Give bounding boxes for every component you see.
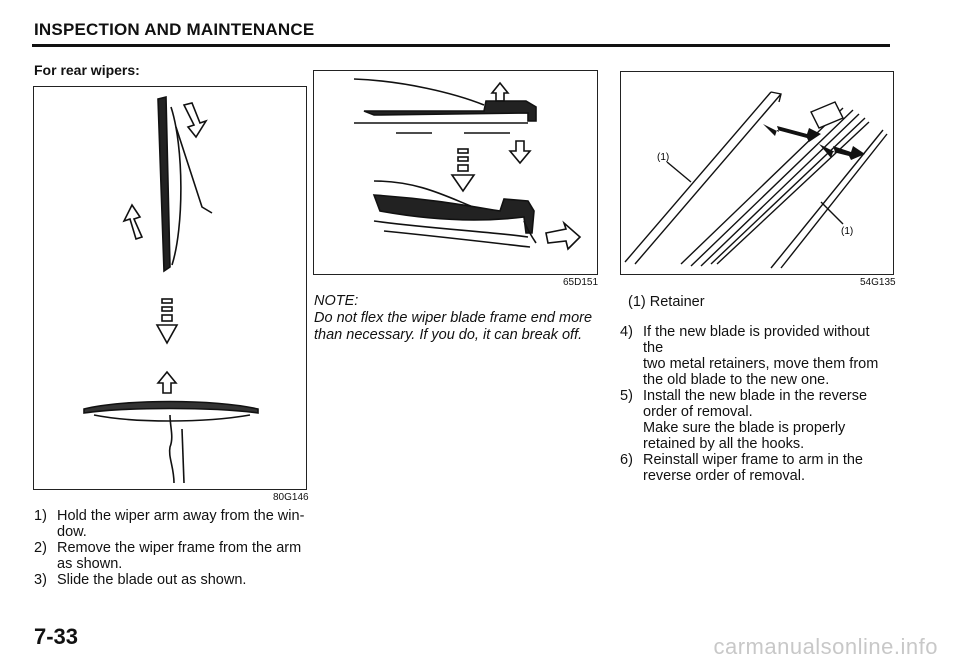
step-text: reverse order of removal. — [643, 468, 805, 484]
step-text: retained by all the hooks. — [643, 436, 805, 452]
step-number: 3) — [34, 572, 47, 588]
step-text: Install the new blade in the reverse — [643, 388, 868, 404]
step-5: 5) Install the new blade in the reverse … — [620, 388, 892, 452]
watermark: carmanualsonline.info — [713, 634, 938, 659]
figure-rear-wiper-removal — [33, 86, 307, 490]
header-rule — [32, 44, 890, 47]
page-number: 7-33 — [34, 624, 79, 649]
step-2: 2) Remove the wiper frame from the arm a… — [34, 540, 314, 572]
step-text: Make sure the blade is properly — [643, 420, 846, 436]
step-3: 3) Slide the blade out as shown. — [34, 572, 314, 588]
step-number: 5) — [620, 388, 633, 404]
removal-steps: 1) Hold the wiper arm away from the win-… — [34, 508, 314, 588]
step-text: Reinstall wiper frame to arm in the — [643, 452, 863, 468]
step-6: 6) Reinstall wiper frame to arm in the r… — [620, 452, 892, 484]
retainer-illustration: (1) (1) — [624, 91, 888, 269]
figure-retainer: (1) (1) — [620, 71, 894, 275]
step-text: Hold the wiper arm away from the win- — [57, 508, 305, 524]
step-number: 6) — [620, 452, 633, 468]
subsection-title: For rear wipers: — [34, 62, 140, 78]
step-text: as shown. — [57, 556, 123, 572]
step-text: order of removal. — [643, 404, 753, 420]
figure-2-code: 65D151 — [563, 277, 599, 288]
figure-blade-frame — [313, 70, 598, 275]
callout-1b: (1) — [841, 226, 853, 237]
step-text: Slide the blade out as shown. — [57, 572, 247, 588]
figure-3-code: 54G135 — [860, 277, 896, 288]
callout-1a: (1) — [657, 152, 669, 163]
step-text: dow. — [57, 524, 87, 540]
step-text: If the new blade is provided without the — [643, 324, 870, 356]
step-text: Remove the wiper frame from the arm — [57, 540, 302, 556]
install-steps: 4) If the new blade is provided without … — [620, 324, 892, 484]
note-label: NOTE: — [314, 293, 359, 309]
note-block: NOTE: Do not flex the wiper blade frame … — [314, 293, 614, 344]
note-text: Do not flex the wiper blade frame end mo… — [314, 310, 593, 326]
step-number: 1) — [34, 508, 47, 524]
section-header: INSPECTION AND MAINTENANCE — [34, 20, 315, 39]
note-text: than necessary. If you do, it can break … — [314, 327, 583, 343]
step-text: two metal retainers, move them from — [643, 356, 879, 372]
step-1: 1) Hold the wiper arm away from the win-… — [34, 508, 314, 540]
step-number: 2) — [34, 540, 47, 556]
step-text: the old blade to the new one. — [643, 372, 830, 388]
figure-1-code: 80G146 — [273, 492, 309, 503]
legend-retainer: (1) Retainer — [628, 294, 705, 310]
wiper-arm-illustration — [83, 95, 259, 484]
step-number: 4) — [620, 324, 633, 340]
blade-frame-illustration — [353, 78, 582, 251]
step-4: 4) If the new blade is provided without … — [620, 324, 892, 388]
